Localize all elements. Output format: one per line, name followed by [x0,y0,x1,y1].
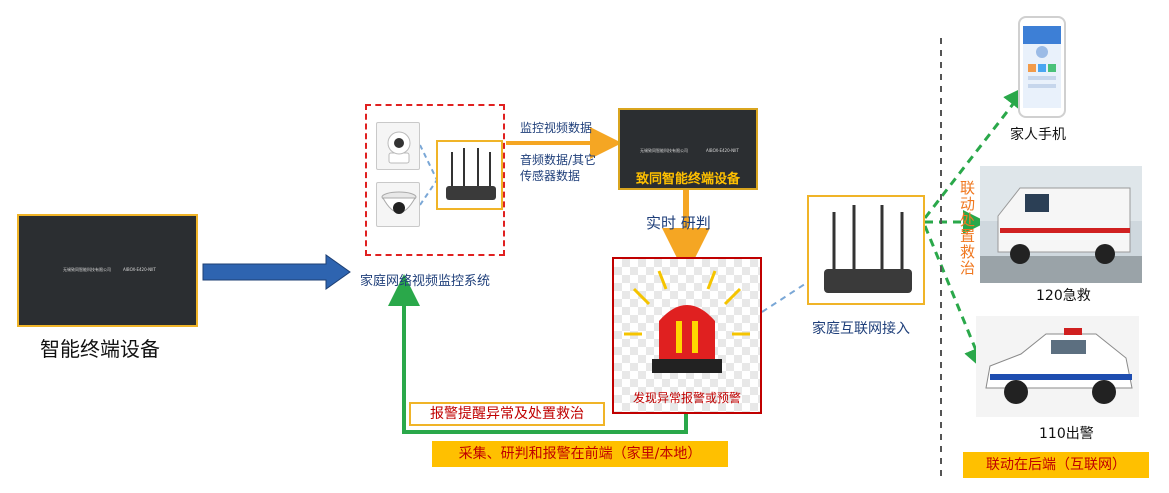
phone-icon [1023,26,1061,108]
center-terminal-device: 无锡致同智能科技有限公司 AIBOX-E420-NIIT 致同智能终端设备 [618,108,758,190]
center-device-title: 致同智能终端设备 [635,172,740,187]
camera-icon [387,131,411,164]
link-police [923,225,987,372]
left-terminal-device: 无锡致同智能科技有限公司 AIBOX-E420-NIIT [17,214,198,327]
front-end-label: 采集、研判和报警在前端（家里/本地） [432,441,728,467]
camera-link-1 [419,144,438,181]
family-phone-image [1018,16,1066,118]
alarm-router-link [761,281,809,313]
alarm-box: 发现异常报警或预警 [612,257,762,414]
dome-camera-2 [376,182,420,227]
alarm-light-icon [624,270,750,373]
ambulance-label: 120急救 [1036,288,1091,304]
left-device-company: 无锡致同智能科技有限公司 [63,267,111,272]
realtime-label: 实时 研判 [646,214,711,232]
monitor-system-box [365,104,505,256]
center-device-company: 无锡致同智能科技有限公司 [640,148,688,153]
dome-camera-icon [381,191,417,214]
internet-label: 家庭互联网接入 [812,321,910,337]
center-device-model: AIBOX-E420-NIIT [706,148,739,153]
monitor-system-label: 家庭网络视频监控系统 [360,274,491,289]
back-end-label: 联动在后端（互联网） [963,452,1149,478]
police-car-icon [985,328,1133,404]
link-phone [923,85,1028,219]
dome-camera-1 [376,122,420,170]
police-label: 110出警 [1039,426,1094,442]
feedback-label: 报警提醒异常及处置救治 [409,402,605,426]
ambulance-image [980,166,1142,283]
blue-arrow [202,254,351,290]
audio-data-label: 音频数据/其它传感器数据 [520,153,597,183]
router-icon [446,148,496,200]
ambulance-icon [980,166,1142,283]
left-device-label: 智能终端设备 [40,337,160,361]
video-data-label: 监控视频数据 [520,121,593,135]
feedback-path [388,274,688,434]
router-icon [824,205,912,293]
left-device-model: AIBOX-E420-NIIT [123,267,156,272]
internet-router-box [807,195,925,305]
police-car-image [976,316,1139,417]
monitor-router-box [436,140,503,210]
linkage-label: 联动处置救治 [958,180,976,276]
family-phone-label: 家人手机 [1010,127,1066,143]
alarm-label: 发现异常报警或预警 [632,391,741,405]
